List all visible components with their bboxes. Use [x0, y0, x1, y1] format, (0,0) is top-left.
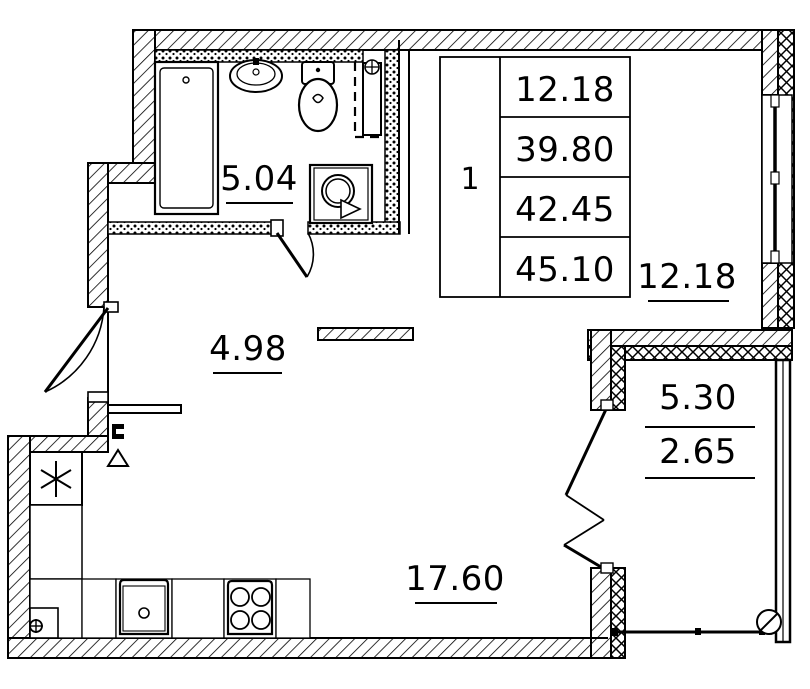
spec-table-value-3: 45.10 [515, 250, 615, 290]
window-sash-mid [770, 171, 780, 185]
hall-threshold-bar [107, 404, 182, 414]
wall-hall-left-upper [87, 162, 109, 308]
doors [43, 219, 614, 574]
window-sash-top [770, 94, 780, 108]
wall-stub-hall [317, 327, 414, 341]
spec-table-value-2: 42.45 [515, 190, 615, 230]
cooktop-burner-3 [230, 610, 250, 630]
bathroom-door-swing [306, 232, 315, 278]
misc-symbols [106, 404, 782, 635]
wall-balcony-pier-upper-insulation [610, 345, 626, 411]
water-heater-niche [353, 62, 381, 139]
cooktop-burner-2 [251, 587, 271, 607]
floor-drain-slash [760, 613, 778, 631]
wall-bathroom-left [132, 29, 156, 166]
cabinet-1 [81, 578, 117, 639]
partition-bathroom-right [384, 49, 400, 231]
wall-balcony-top-insulation [587, 345, 793, 361]
bathroom-door-jamb [270, 219, 284, 237]
kitchen-sink-drain [138, 607, 150, 619]
toilet-flush-button [315, 67, 321, 73]
partition-walls [107, 40, 414, 341]
label-hall-area: 4.98 [209, 329, 287, 369]
wall-balcony-pier-lower-insulation [610, 567, 626, 659]
label-balcony-reduced-area: 2.65 [659, 432, 737, 472]
label-bathroom-area: 5.04 [220, 159, 298, 199]
bathroom-door-leaf [275, 232, 309, 278]
window-right [761, 94, 793, 264]
cabinet-2 [171, 578, 225, 639]
bathtub-inner [159, 67, 214, 209]
partition-bathroom-bottom-left [107, 221, 274, 235]
cooktop-burner-1 [230, 587, 250, 607]
label-kitchen-area: 17.60 [405, 559, 505, 599]
entry-door-leaf [43, 307, 110, 393]
washing-machine-drum [325, 178, 351, 204]
refrigerator-body [29, 504, 83, 580]
spec-table-value-1: 39.80 [515, 130, 615, 170]
freezer-icon [40, 461, 72, 497]
wall-left-outer [7, 435, 31, 659]
bathtub-drain [182, 76, 190, 84]
balcony-door-jamb-top [600, 399, 614, 411]
washbasin-drain [252, 68, 260, 76]
kitchen-fixtures [29, 451, 311, 639]
toilet-bowl [297, 77, 339, 133]
washbasin-faucet [253, 58, 259, 65]
bathroom-fixtures [153, 58, 382, 225]
balcony-door-arc-lower [563, 519, 605, 546]
balcony-door-leaf-lower [563, 543, 607, 572]
label-living-room-area: 12.18 [637, 257, 737, 297]
washing-machine-marker [340, 198, 362, 220]
electrical-panel [112, 424, 124, 439]
balcony-door-arc-upper [565, 494, 605, 521]
entry-door-jamb-bottom [87, 391, 109, 403]
wall-balcony-pier-upper-structural [590, 329, 612, 411]
railing-post-1 [611, 628, 618, 636]
cabinet-3 [275, 578, 311, 639]
specification-table: 1 12.18 39.80 42.45 45.10 [439, 56, 631, 298]
wall-top [132, 29, 793, 51]
label-balcony-area: 5.30 [659, 378, 737, 418]
wall-balcony-pier-lower-structural [590, 567, 612, 659]
wall-balcony-top-structural [587, 329, 793, 347]
entry-door-swing [44, 306, 105, 393]
cooktop-burner-4 [251, 610, 271, 630]
toilet-bowl-inner [312, 93, 324, 104]
spec-table-apartment-id: 1 [460, 162, 479, 197]
balcony-door-jamb-bottom [600, 562, 614, 574]
level-marker-icon [106, 448, 130, 467]
window-sash-bottom [770, 250, 780, 264]
balcony-door-leaf-upper [564, 404, 610, 496]
room-area-labels: 5.04 4.98 12.18 17.60 5.30 2.65 [209, 159, 755, 604]
spec-table-value-0: 12.18 [515, 70, 615, 110]
railing-post-2 [695, 628, 701, 635]
wall-bottom [7, 637, 609, 659]
